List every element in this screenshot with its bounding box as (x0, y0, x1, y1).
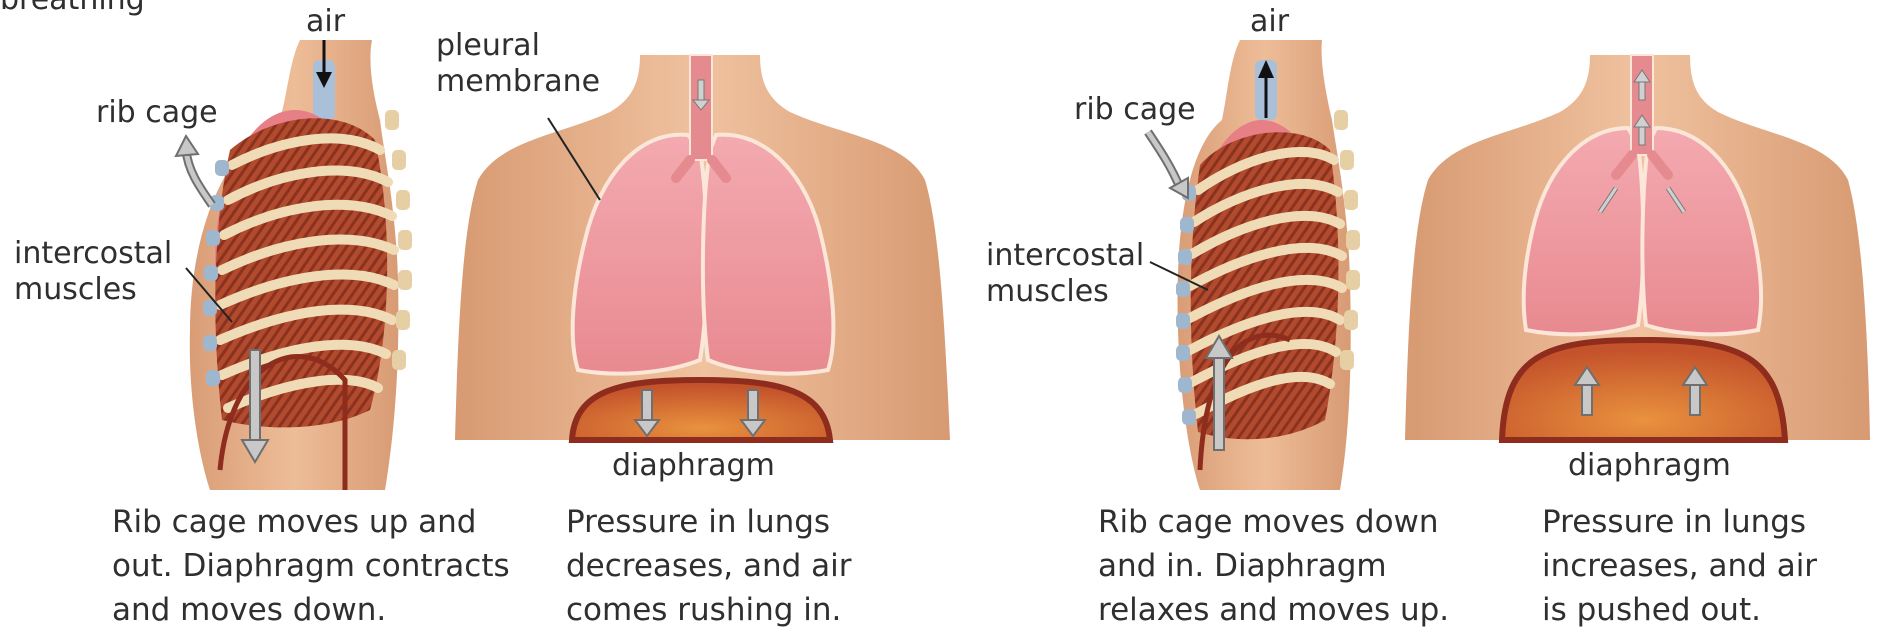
exhale-rib-cage-arrow (1148, 132, 1188, 198)
inhale-front-caption: Pressure in lungs decreases, and air com… (566, 500, 852, 632)
inhale-side-caption: Rib cage moves up and out. Diaphragm con… (112, 500, 510, 632)
exhale-intercostal-label: intercostal muscles (986, 238, 1144, 310)
inhale-intercostal-label: intercostal muscles (14, 236, 172, 308)
heading-fragment: breathing (0, 0, 145, 18)
exhale-front-caption: Pressure in lungs increases, and air is … (1542, 500, 1817, 632)
exhale-rib-cage-label: rib cage (1074, 92, 1196, 128)
exhale-diaphragm-label: diaphragm (1568, 448, 1731, 484)
exhale-side-caption: Rib cage moves down and in. Diaphragm re… (1098, 500, 1449, 632)
exhale-air-label: air (1250, 4, 1289, 40)
inhale-front-diaphragm (572, 380, 830, 440)
inhale-air-label: air (306, 4, 345, 40)
inhale-front-figure (455, 55, 950, 440)
exhale-front-diaphragm (1502, 340, 1785, 440)
pleural-membrane-label: pleural membrane (436, 28, 600, 100)
inhale-rib-cage-label: rib cage (96, 95, 218, 131)
inhale-diaphragm-label: diaphragm (612, 448, 775, 484)
exhale-front-figure (1405, 55, 1870, 440)
inhale-rib-cage-arrow (176, 136, 212, 205)
